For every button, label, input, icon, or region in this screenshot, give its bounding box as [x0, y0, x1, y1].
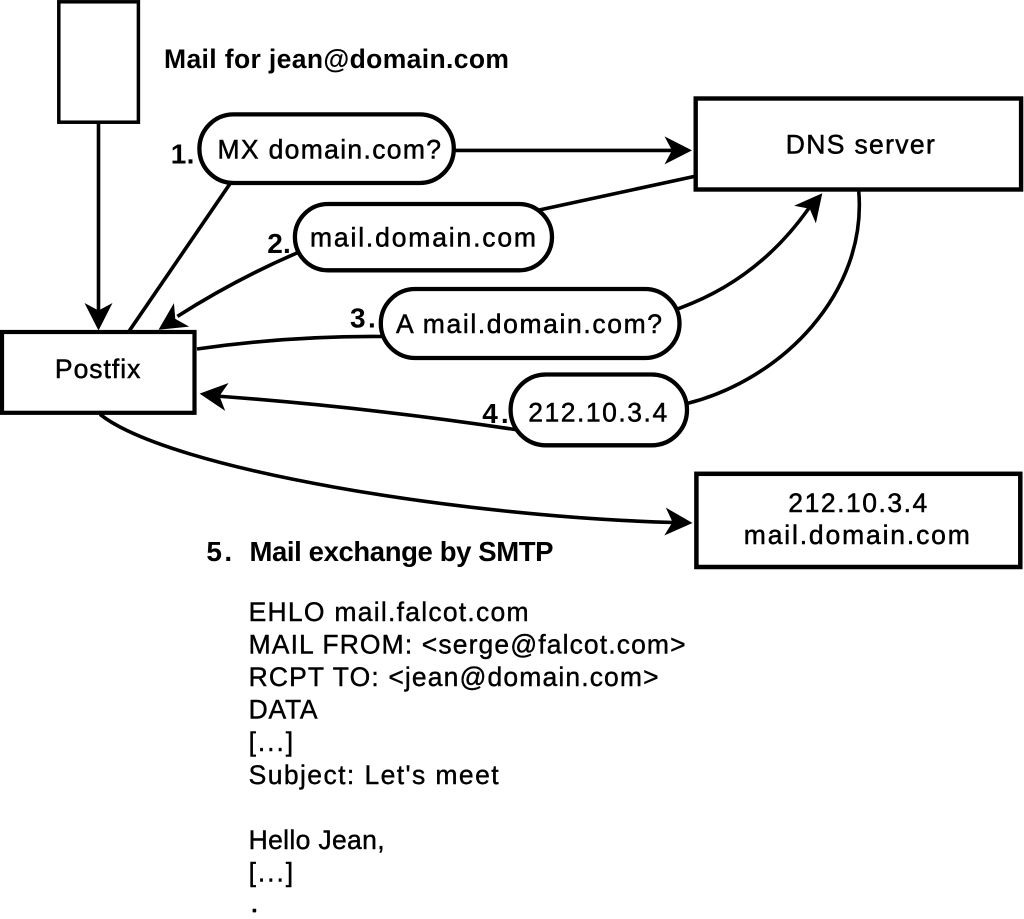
svg-text:mail.domain.com: mail.domain.com	[744, 520, 970, 550]
svg-text:Mail for jean@domain.com: Mail for jean@domain.com	[164, 44, 509, 74]
svg-text:Subject: Let's meet: Subject: Let's meet	[249, 760, 500, 790]
svg-text:EHLO mail.falcot.com: EHLO mail.falcot.com	[249, 597, 529, 627]
svg-text:MAIL FROM: <serge@falcot.com>: MAIL FROM: <serge@falcot.com>	[249, 629, 686, 659]
svg-text:3.: 3.	[350, 303, 376, 334]
svg-text:5.: 5.	[206, 536, 232, 567]
svg-text:[...]: [...]	[249, 858, 294, 888]
svg-text:RCPT TO: <jean@domain.com>: RCPT TO: <jean@domain.com>	[249, 662, 659, 692]
svg-text:MX domain.com?: MX domain.com?	[218, 135, 442, 165]
svg-text:1.: 1.	[171, 139, 195, 170]
svg-text:212.10.3.4: 212.10.3.4	[788, 488, 927, 518]
svg-text:DNS server: DNS server	[786, 130, 935, 160]
svg-text:2.: 2.	[267, 228, 291, 259]
svg-text:4.: 4.	[482, 398, 508, 429]
svg-text:212.10.3.4: 212.10.3.4	[528, 398, 667, 428]
svg-text:Postfix: Postfix	[55, 354, 140, 384]
svg-text:Hello Jean,: Hello Jean,	[249, 825, 385, 855]
svg-text:Mail exchange by SMTP: Mail exchange by SMTP	[250, 536, 554, 567]
svg-text:[...]: [...]	[249, 727, 294, 757]
svg-text:A mail.domain.com?: A mail.domain.com?	[396, 309, 662, 339]
svg-text:mail.domain.com: mail.domain.com	[310, 223, 536, 253]
svg-text:DATA: DATA	[249, 695, 318, 725]
